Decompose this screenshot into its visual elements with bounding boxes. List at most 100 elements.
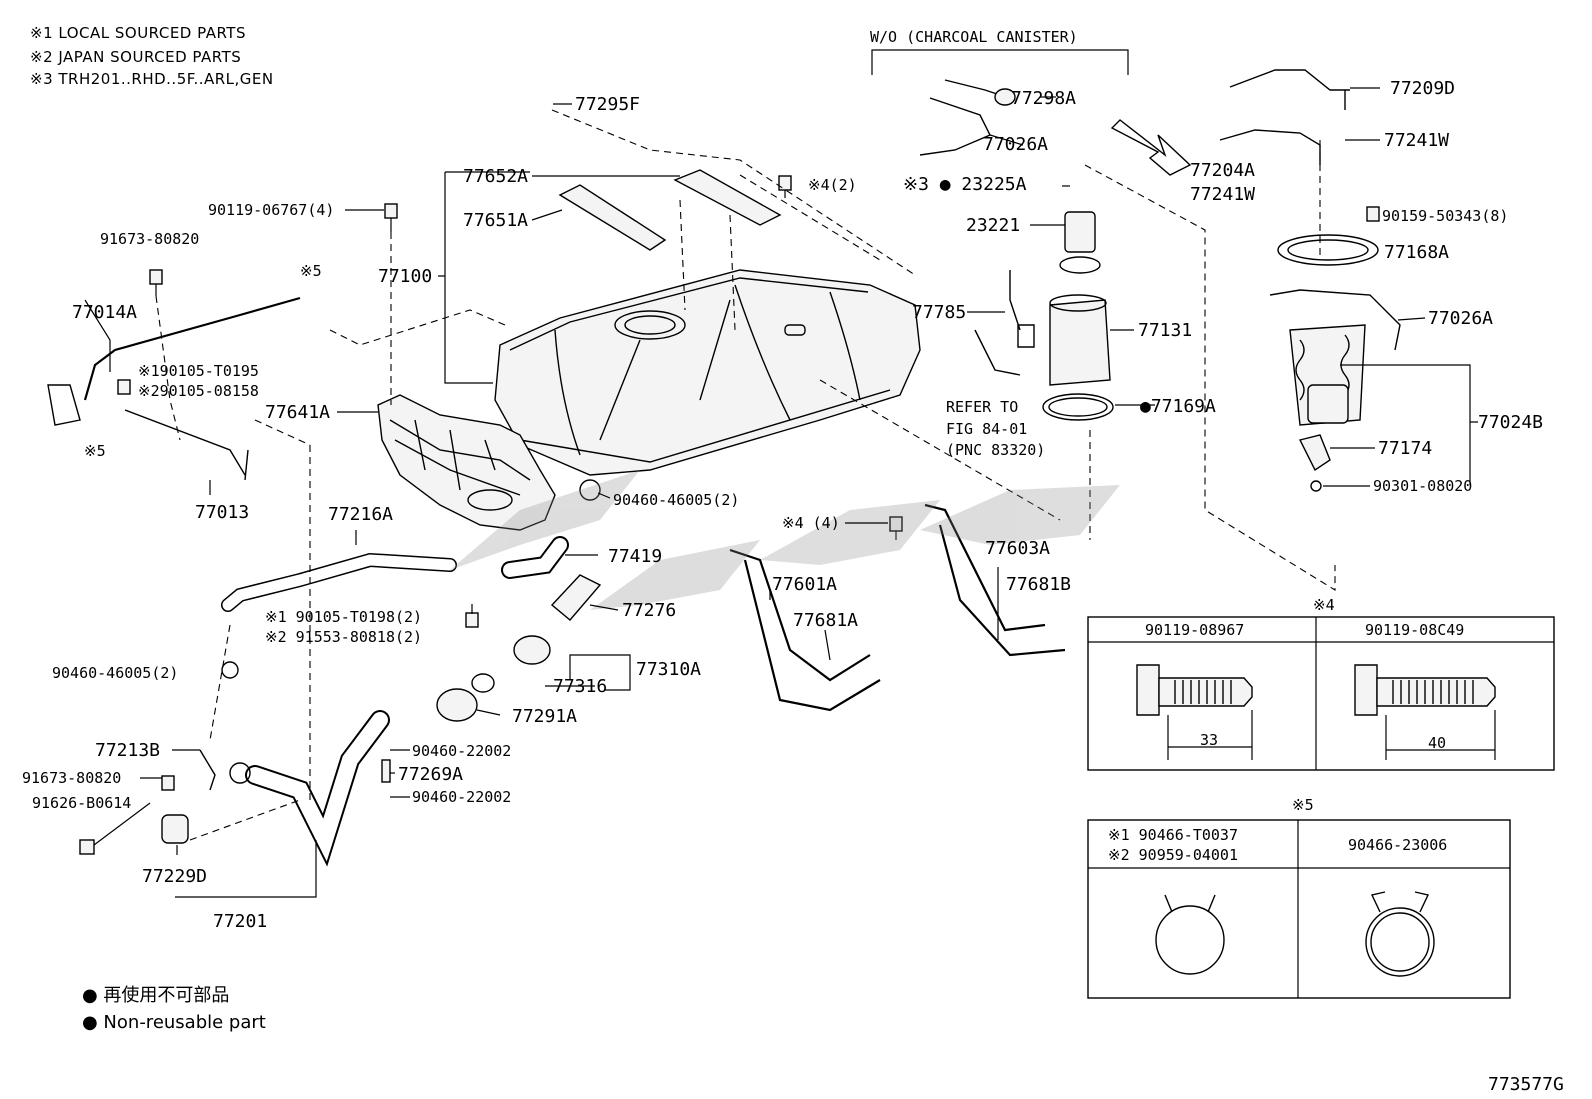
label-290105: ※290105-08158 [138,382,259,400]
cap-77316 [513,635,551,665]
label-refer-3: (PNC 83320) [946,441,1045,459]
label-x4-mid: ※4 (4) [782,514,840,532]
label-90159: 90159-50343(8) [1382,207,1508,225]
legend-ja: ● 再使用不可部品 [82,985,229,1006]
label-91626: 91626-B0614 [32,794,131,812]
clamp-icon-2-tabs [1370,891,1430,913]
hose-77213B [199,749,216,791]
label-77298A: 77298A [1011,88,1076,109]
label-77026A-top: 77026A [983,134,1048,155]
table-x5-right: 90466-23006 [1348,836,1447,854]
table-x4-col1: 90119-08967 [1145,621,1244,639]
label-23225A: ※3 ● 23225A [903,174,1027,195]
note-3: ※3 TRH201..RHD..5F..ARL,GEN [30,70,274,88]
bolt-33-shank [1158,677,1253,707]
label-1-90105: ※1 90105-T0198(2) [265,608,422,626]
gasket [471,673,495,693]
label-77169A: ●77169A [1140,396,1216,417]
label-90460-22002-a: 90460-22002 [412,742,511,760]
label-77269A: 77269A [398,764,463,785]
label-77681B: 77681B [1006,574,1071,595]
clamp-icon-1-tabs [1164,894,1216,913]
tube-77014A [83,296,301,401]
callout-labels: 77295F 77652A 77651A 77100 90119-06767(4… [22,78,1543,932]
hose-77419-inner [503,538,567,577]
strap-77603A [924,503,1046,632]
wire-77013 [124,409,246,476]
arrow-icon [1110,119,1192,176]
variant-label: W/O (CHARCOAL CANISTER) [870,28,1078,46]
table-x5-title: ※5 [1292,796,1314,814]
label-77295F: 77295F [575,94,640,115]
legend-en: ● Non-reusable part [82,1012,266,1033]
connector-77298A [994,88,1016,106]
label-77213B: 77213B [95,740,160,761]
label-90460-46005-a: 90460-46005(2) [613,491,739,509]
label-77601A: 77601A [772,574,837,595]
label-x4-top: ※4(2) [808,176,857,194]
label-77603A: 77603A [985,538,1050,559]
label-refer-1: REFER TO [946,398,1018,416]
clamp-2 [221,661,239,679]
label-90460-22002-b: 90460-22002 [412,788,511,806]
strap-77681B [938,524,1066,657]
label-77014A: 77014A [72,302,137,323]
label-77209D: 77209D [1390,78,1455,99]
strap-77601A [729,548,871,682]
label-77168A: 77168A [1384,242,1449,263]
harness-77026A-top [919,97,991,156]
label-77785: 77785 [912,302,966,323]
hose-77216A-inner [222,554,456,611]
strap-77681A [743,559,881,712]
label-23221: 23221 [966,215,1020,236]
label-77131: 77131 [1138,320,1192,341]
table-x5-left-2: ※2 90959-04001 [1108,846,1238,864]
label-77316: 77316 [553,676,607,697]
label-77652A: 77652A [463,166,528,187]
label-91673-80820-a: 91673-80820 [100,230,199,248]
label-refer-2: FIG 84-01 [946,420,1027,438]
bolt-icons [79,175,1380,855]
label-77026A-r: 77026A [1428,308,1493,329]
label-77241W-b: 77241W [1190,184,1255,205]
fuel-pump-assembly [974,211,1114,421]
bolt-40-shank [1376,677,1496,707]
wire-77013-end [244,449,249,481]
label-77013: 77013 [195,502,249,523]
clamp-icon-1 [1155,905,1225,975]
clamp [229,762,251,784]
label-77291A: 77291A [512,706,577,727]
table-x4-dim2: 40 [1428,734,1446,752]
watermark-logo [450,470,1120,610]
table-x4-title: ※4 [1313,596,1335,614]
filler-neck-inner [247,712,388,862]
label-x5-a: ※5 [300,262,322,280]
label-90301: 90301-08020 [1373,477,1472,495]
table-x5: ※5 ※1 90466-T0037 ※2 90959-04001 90466-2… [1087,796,1511,999]
band-77652A [673,169,782,226]
clamp-3 [579,479,601,501]
label-77419: 77419 [608,546,662,567]
hose-77276 [550,574,602,621]
table-x4-dim1: 33 [1200,731,1218,749]
leader-lines [84,87,1478,898]
hose-77269A [381,759,391,783]
label-2-91553: ※2 91553-80818(2) [265,628,422,646]
label-77641A: 77641A [265,402,330,423]
label-90119-06767: 90119-06767(4) [208,201,334,219]
label-77100: 77100 [378,266,432,287]
fuel-tank [494,269,921,476]
clamp-icon-2-inner [1370,912,1430,972]
clamp-icon-2 [1365,907,1435,977]
label-77310A: 77310A [636,659,701,680]
label-77216A: 77216A [328,504,393,525]
harness-77298A [944,79,1001,96]
bolt-40-head [1354,664,1378,716]
table-x4-col2: 90119-08C49 [1365,621,1464,639]
label-190105: ※190105-T0195 [138,362,259,380]
variant-bracket [871,49,1129,75]
label-90460-46005-b: 90460-46005(2) [52,664,178,682]
label-x5-b: ※5 [84,442,106,460]
